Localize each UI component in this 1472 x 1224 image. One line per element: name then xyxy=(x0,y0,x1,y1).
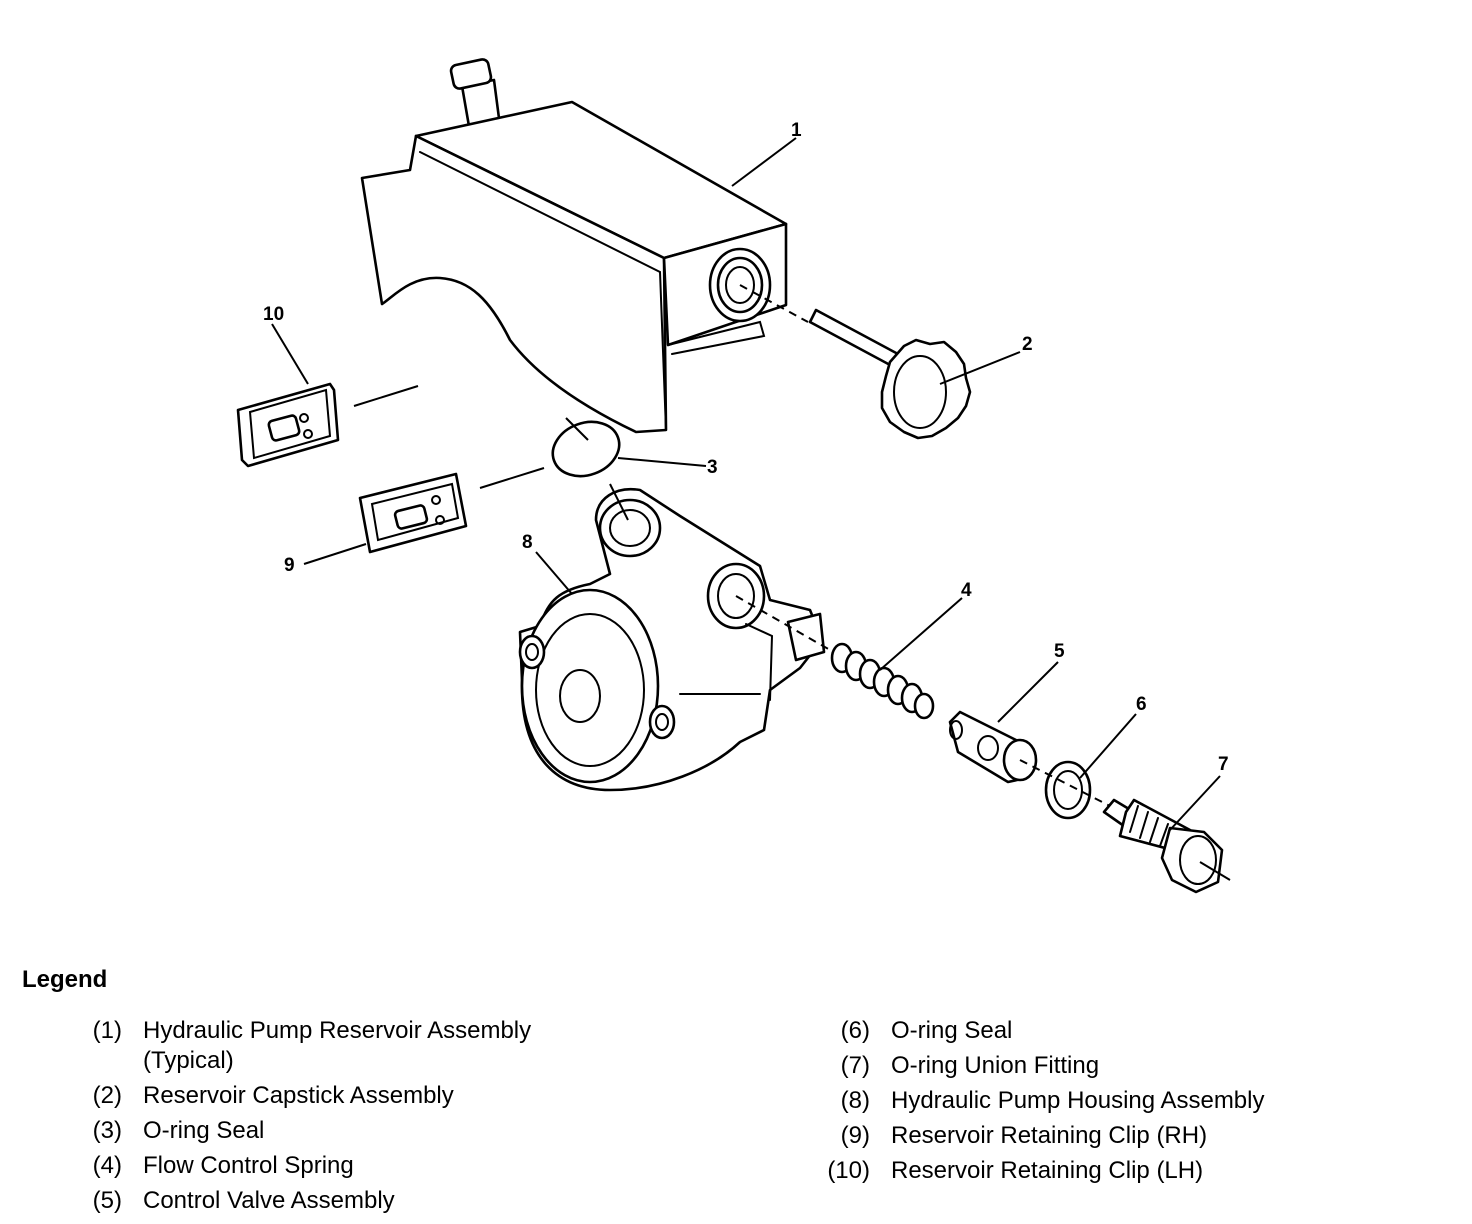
legend-item-text: Hydraulic Pump Reservoir Assembly (Typic… xyxy=(143,1017,532,1074)
legend-item: (6) O-ring Seal xyxy=(808,1016,1448,1046)
legend-item-number: (4) xyxy=(92,1152,122,1179)
legend-item-text: Control Valve Assembly xyxy=(143,1187,395,1214)
callout-5: 5 xyxy=(1054,641,1065,662)
legend-item-text: O-ring Union Fitting xyxy=(891,1052,1100,1079)
callout-labels: 1 2 3 4 5 6 7 8 9 10 xyxy=(263,120,1229,775)
legend-item-number: (2) xyxy=(92,1082,122,1109)
legend-item: (10) Reservoir Retaining Clip (LH) xyxy=(808,1156,1448,1186)
exploded-view-diagram: 1 2 3 4 5 6 7 8 9 10 xyxy=(236,58,1231,894)
union-fitting-drawing xyxy=(1019,759,1231,894)
legend-left-column: (1) Hydraulic Pump Reservoir Assembly (T… xyxy=(60,1016,700,1221)
legend-item-text: Flow Control Spring xyxy=(143,1152,354,1179)
legend-item-number: (8) xyxy=(840,1087,870,1114)
legend-item: (5) Control Valve Assembly xyxy=(60,1186,700,1216)
callout-7: 7 xyxy=(1218,754,1229,775)
legend-item-text: O-ring Seal xyxy=(891,1017,1013,1044)
legend-item-number: (6) xyxy=(840,1017,870,1044)
legend-item: (2) Reservoir Capstick Assembly xyxy=(60,1081,700,1111)
callout-2: 2 xyxy=(1022,334,1033,355)
legend-item: (9) Reservoir Retaining Clip (RH) xyxy=(808,1121,1448,1151)
legend-item-text: Reservoir Retaining Clip (RH) xyxy=(891,1122,1208,1149)
legend-title: Legend xyxy=(22,966,108,993)
callout-3: 3 xyxy=(707,457,718,478)
legend-item-number: (10) xyxy=(827,1157,870,1184)
retaining-clip-lh-drawing xyxy=(236,382,419,468)
reservoir-assembly-drawing xyxy=(360,58,788,434)
leader-lines xyxy=(271,137,1221,831)
pump-housing-drawing xyxy=(518,483,826,792)
callout-9: 9 xyxy=(284,555,295,576)
retaining-clip-rh-drawing xyxy=(358,467,545,554)
legend-item-number: (5) xyxy=(92,1187,122,1214)
callout-4: 4 xyxy=(961,580,972,601)
legend-item-number: (7) xyxy=(840,1052,870,1079)
legend-item-number: (3) xyxy=(92,1117,122,1144)
o-ring-seal-6-drawing xyxy=(1044,760,1092,820)
callout-1: 1 xyxy=(791,120,802,141)
legend-item-text: O-ring Seal xyxy=(143,1117,265,1144)
callout-10: 10 xyxy=(263,304,284,325)
callout-8: 8 xyxy=(522,532,533,553)
legend-item-number: (9) xyxy=(840,1122,870,1149)
legend-item: (7) O-ring Union Fitting xyxy=(808,1051,1448,1081)
callout-6: 6 xyxy=(1136,694,1147,715)
control-valve-drawing xyxy=(948,710,1038,784)
legend-item: (4) Flow Control Spring xyxy=(60,1151,700,1181)
capstick-drawing xyxy=(739,284,972,440)
flow-control-spring-drawing xyxy=(735,595,935,720)
legend-item-text: Reservoir Retaining Clip (LH) xyxy=(891,1157,1204,1184)
o-ring-seal-3-drawing xyxy=(551,417,621,478)
legend-item: (8) Hydraulic Pump Housing Assembly xyxy=(808,1086,1448,1116)
legend-item: (3) O-ring Seal xyxy=(60,1116,700,1146)
legend-item-text: Reservoir Capstick Assembly xyxy=(143,1082,454,1109)
legend-right-column: (6) O-ring Seal (7) O-ring Union Fitting… xyxy=(808,1016,1448,1191)
legend-item-text: Hydraulic Pump Housing Assembly xyxy=(891,1087,1265,1114)
legend-item-number: (1) xyxy=(92,1017,122,1044)
legend-item: (1) Hydraulic Pump Reservoir Assembly (T… xyxy=(60,1016,700,1076)
